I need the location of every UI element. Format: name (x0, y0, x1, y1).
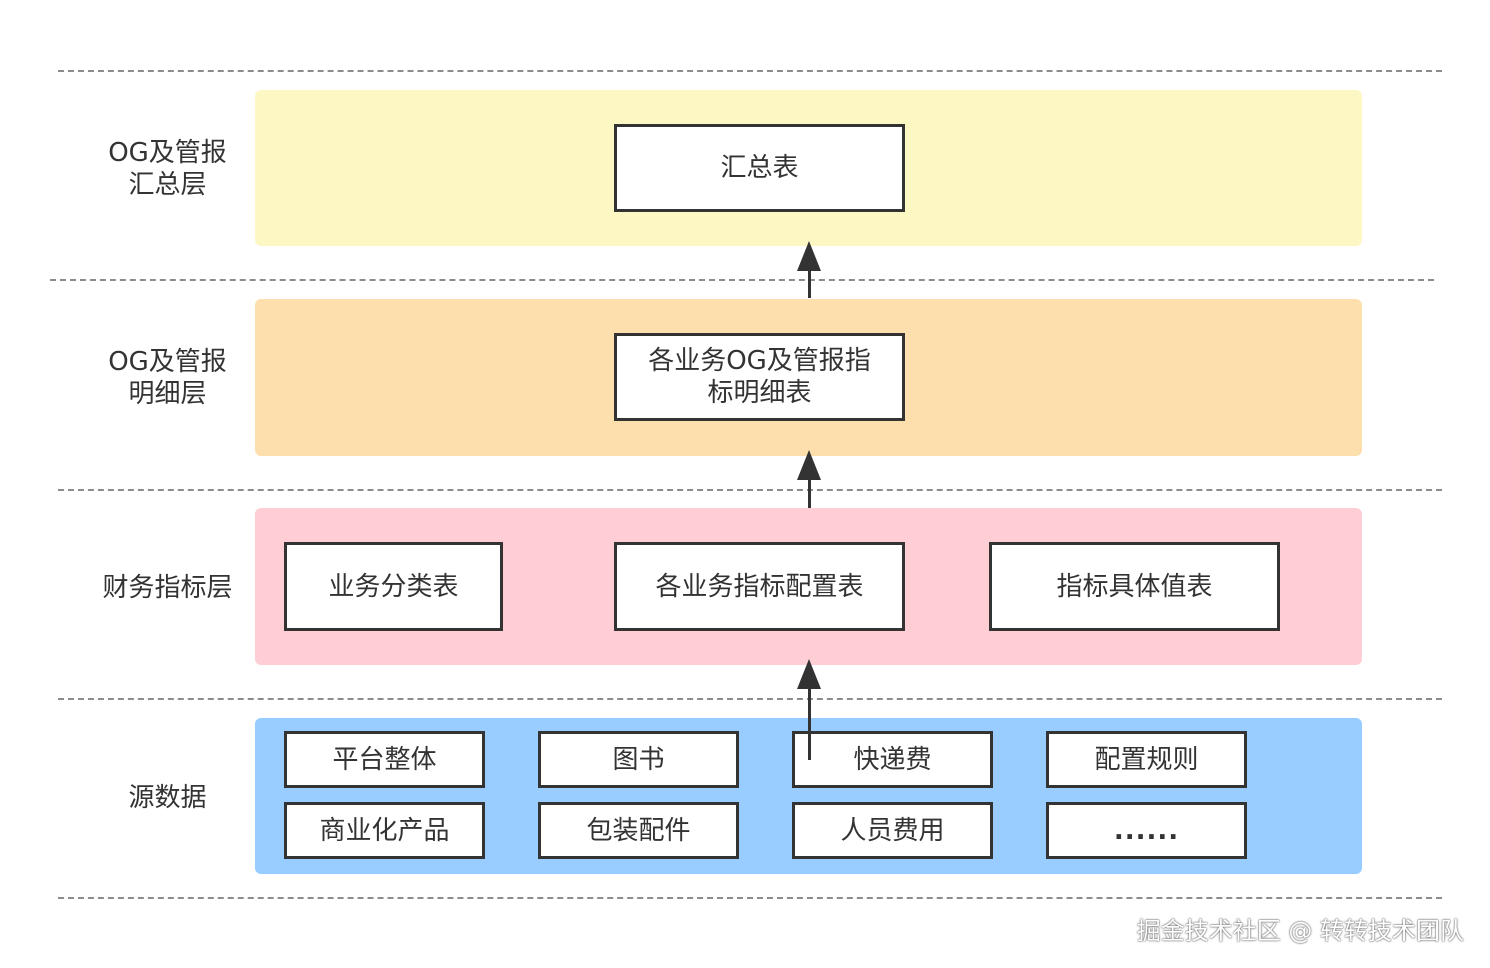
source-box-config-rules: 配置规则 (1046, 731, 1247, 788)
summary-layer-label-line1: OG及管报 (108, 138, 227, 168)
source-box-label: 人员费用 (840, 815, 945, 846)
detail-table-box-line1: 各业务OG及管报指 (648, 346, 871, 376)
separator-summary-detail (50, 279, 1434, 281)
finance-layer-label-text: 财务指标层 (102, 573, 233, 603)
arrow-shaft (807, 480, 811, 508)
source-layer-label: 源数据 (70, 782, 265, 814)
source-box-platform: 平台整体 (284, 731, 485, 788)
source-box-label: 快递费 (853, 744, 932, 775)
business-category-table-label: 业务分类表 (328, 571, 459, 602)
business-category-table-box: 业务分类表 (284, 542, 503, 631)
source-box-personnel-cost: 人员费用 (792, 802, 993, 859)
finance-layer-label: 财务指标层 (70, 572, 265, 604)
summary-table-box-label: 汇总表 (720, 153, 799, 183)
metric-value-table-box: 指标具体值表 (989, 542, 1280, 631)
detail-layer-label-line2: 明细层 (128, 379, 207, 409)
source-box-label: 平台整体 (332, 744, 437, 775)
arrow-shaft (807, 271, 811, 298)
metric-config-table-label: 各业务指标配置表 (655, 571, 864, 602)
arrow-up-icon (797, 450, 821, 480)
summary-layer-label-line2: 汇总层 (128, 170, 207, 200)
summary-table-box: 汇总表 (614, 124, 905, 212)
detail-layer-label-line1: OG及管报 (108, 347, 227, 377)
source-box-shipping-fee: 快递费 (792, 731, 993, 788)
source-box-packaging: 包装配件 (538, 802, 739, 859)
arrow-source-to-finance (797, 659, 821, 760)
source-box-books: 图书 (538, 731, 739, 788)
detail-table-box: 各业务OG及管报指 标明细表 (614, 333, 905, 421)
summary-layer-label: OG及管报 汇总层 (70, 137, 265, 201)
separator-finance-source (58, 698, 1442, 700)
source-layer-label-text: 源数据 (128, 783, 207, 813)
detail-table-box-line2: 标明细表 (707, 378, 812, 408)
detail-layer-label: OG及管报 明细层 (70, 346, 265, 410)
arrow-finance-to-detail (797, 450, 821, 508)
source-box-label: ...... (1113, 815, 1180, 846)
source-box-commercial-products: 商业化产品 (284, 802, 485, 859)
separator-detail-finance (58, 489, 1442, 491)
source-box-label: 包装配件 (586, 815, 691, 846)
arrow-detail-to-summary (797, 241, 821, 298)
separator-top (58, 70, 1442, 72)
source-box-label: 配置规则 (1094, 744, 1199, 775)
source-box-label: 商业化产品 (319, 815, 450, 846)
source-box-label: 图书 (612, 744, 665, 775)
source-box-more: ...... (1046, 802, 1247, 859)
arrow-up-icon (797, 659, 821, 689)
watermark: 掘金技术社区 @ 转转技术团队 (1136, 917, 1464, 945)
metric-config-table-box: 各业务指标配置表 (614, 542, 905, 631)
metric-value-table-label: 指标具体值表 (1056, 571, 1213, 602)
arrow-up-icon (797, 241, 821, 271)
separator-bottom (58, 897, 1442, 899)
arrow-shaft (807, 689, 811, 760)
